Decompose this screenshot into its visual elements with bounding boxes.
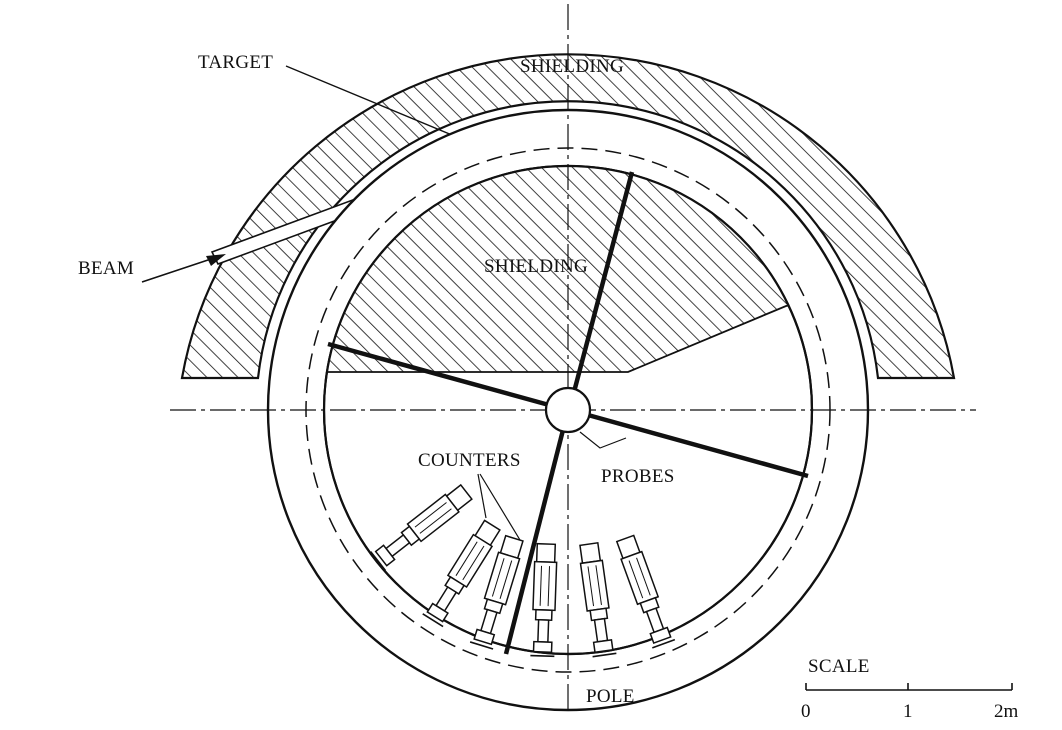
scale-tick-0: 0: [801, 701, 811, 722]
beam-arrow-line: [141, 257, 215, 283]
scale-tick-2: 2m: [994, 701, 1019, 722]
probes-label: PROBES: [601, 466, 675, 487]
scale-title: SCALE: [808, 656, 870, 677]
counter-6: [615, 534, 676, 649]
target-label: TARGET: [198, 52, 273, 73]
counters-group: [370, 483, 676, 658]
counters-leader-2: [479, 473, 521, 541]
counter-4: [530, 542, 558, 658]
probe-arm-upper-right: [571, 171, 635, 393]
scale-tick-1: 1: [903, 701, 913, 722]
counter-2: [422, 519, 501, 628]
counter-1: [370, 483, 473, 571]
outer-shielding: [180, 53, 956, 380]
probe-arm-left: [327, 341, 550, 408]
scale-bar: [805, 683, 1013, 691]
counter-3: [469, 534, 524, 650]
probes-leader: [579, 431, 627, 449]
probe-arm-right: [587, 412, 809, 479]
counters-leader-1: [477, 473, 487, 519]
central-hub: [544, 386, 592, 434]
probe-arm-lower: [503, 429, 566, 655]
outer-shielding-label: SHIELDING: [520, 56, 624, 77]
inner-shielding-label: SHIELDING: [484, 256, 588, 277]
beam-label: BEAM: [78, 258, 134, 279]
counters-label: COUNTERS: [418, 450, 521, 471]
pole-label: POLE: [586, 686, 635, 707]
beam-arrow-head: [206, 254, 226, 266]
inner-shielding: [324, 166, 812, 373]
counter-5: [579, 541, 617, 658]
